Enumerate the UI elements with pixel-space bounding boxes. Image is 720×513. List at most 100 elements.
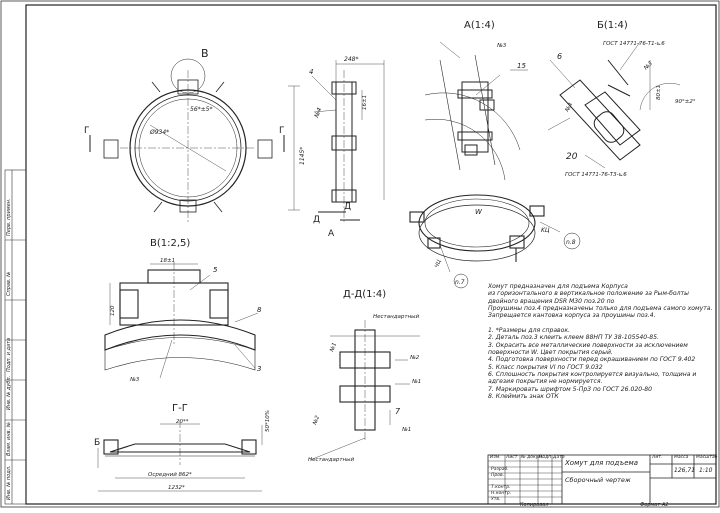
- section-g-left: Г: [84, 126, 90, 136]
- view-b2: [547, 41, 681, 169]
- view-v: [104, 262, 259, 379]
- tb-title: Хомут для подъема: [565, 459, 639, 467]
- tb-scale: 1:10: [699, 467, 713, 474]
- note-line: Хомут предназначен для подъема Корпуса: [488, 283, 628, 290]
- dim-56: 56*±5*: [190, 106, 212, 113]
- note-line: поверхности W. Цвет покрытия серый.: [488, 349, 613, 357]
- arrow-b: Б: [94, 438, 100, 448]
- tb-col-list: Лист: [506, 455, 518, 460]
- callout-no3-v: №3: [129, 377, 140, 383]
- view-a: [424, 41, 528, 181]
- side-stamp-lines: [5, 170, 26, 504]
- callout-no9: №3: [642, 60, 654, 72]
- dim-248: 248*: [344, 56, 358, 63]
- tb-col-izm: Изм.: [490, 455, 501, 460]
- note-line: двойного вращения DSR M30 поз.20 по: [488, 297, 615, 305]
- tb-row-tkontr: Т.контр.: [491, 485, 511, 490]
- callout-no1-rot: №1: [329, 342, 338, 354]
- callout-20: 20: [566, 152, 578, 162]
- side-stamp-frame: [4, 169, 27, 505]
- tb-lit: Лит.: [652, 455, 663, 460]
- tb-scale-label: Масштаб: [696, 455, 718, 460]
- dim-16: 16±1: [362, 95, 368, 110]
- note-line: адгезия покрытия не нормируется.: [488, 378, 603, 386]
- title-block-grid: [487, 454, 717, 505]
- view-b-label: В: [201, 47, 209, 60]
- arrow-a: А: [328, 229, 335, 239]
- tb-mass: 126,71: [674, 467, 695, 474]
- dim-18: 18±1: [160, 258, 175, 264]
- tb-col-date: Дата: [553, 455, 565, 460]
- note-line: Проушины поз.4 предназначены только для …: [488, 305, 713, 313]
- section-d-right: Д: [344, 202, 351, 212]
- callout-4: 4: [309, 68, 313, 76]
- tb-row-prov: Пров.: [491, 473, 505, 478]
- callout-6: 6: [557, 52, 562, 61]
- side-inv-dubl: Инв. № дубл.: [6, 375, 12, 410]
- callout-3: 3: [257, 365, 261, 373]
- section-dd: [309, 320, 420, 461]
- dim-120: 120: [110, 305, 116, 316]
- view-b2-label: Б(1:4): [597, 20, 628, 31]
- gost-1: ГОСТ 14771-76-Т1-⊾6: [603, 41, 665, 47]
- surface-w: W: [475, 208, 483, 216]
- tb-col-sign: Подп.: [539, 455, 553, 460]
- dim-20: 20**: [176, 419, 189, 425]
- note-line: [488, 320, 713, 327]
- view-a-label: А(1:4): [464, 20, 495, 31]
- view-v-label: В(1:2,5): [150, 238, 190, 249]
- main-ring-view: [89, 58, 300, 222]
- note-line: 7. Маркировать шрифтом 5-Пр3 по ГОСТ 26.…: [488, 385, 653, 393]
- dim-1145: 1145*: [299, 147, 306, 165]
- tb-subtitle: Сборочный чертеж: [565, 476, 631, 484]
- side-inv-podl: Инв. № подл.: [6, 465, 12, 501]
- mark-kc: KЦ: [541, 227, 550, 234]
- tb-row-razrab: Разраб.: [491, 467, 509, 472]
- side-perv: Перв. примен.: [6, 198, 12, 236]
- note-line: 3. Окрасить все металлические поверхност…: [488, 341, 688, 349]
- tb-col-doc: № докум.: [521, 455, 544, 460]
- section-g-right: Г: [279, 126, 285, 136]
- bottom-format: Формат А2: [640, 502, 669, 508]
- side-sprav: Справ. №: [6, 271, 12, 296]
- dim-80: 80±1: [656, 85, 662, 100]
- tb-row-utv: Утв.: [491, 497, 501, 502]
- note-line: 1. *Размеры для справок.: [488, 327, 570, 335]
- callout-no2-dd: №2: [409, 355, 420, 361]
- nonstd-2: Нестандартный: [308, 457, 355, 463]
- note-line: из горизонтального в вертикальное положе…: [488, 290, 689, 298]
- tb-mass-label: Масса: [674, 455, 689, 460]
- mark-chc: ЧЦ: [434, 258, 443, 268]
- callout-no3-a: №3: [496, 43, 507, 49]
- note-line: 8. Клеймить знак ОТК: [488, 393, 559, 401]
- note-line: 4. Подготовка поверхности перед окрашива…: [488, 356, 696, 364]
- dim-1232: 1232*: [168, 485, 185, 491]
- section-gg: [97, 420, 263, 492]
- bottom-copied: Копировал: [520, 502, 549, 508]
- dim-862: Осредний 862*: [148, 472, 192, 478]
- dim-90deg: 90°±2°: [675, 99, 696, 105]
- callout-no4-b: №4: [564, 102, 575, 114]
- view-gg-label: Г-Г: [172, 403, 188, 414]
- note-line: 6. Сплошность покрытия контролируется ви…: [488, 371, 697, 379]
- inner-frame: [25, 4, 717, 505]
- dim-50: 50*10%: [265, 410, 271, 432]
- callout-7: 7: [395, 407, 401, 416]
- callout-no1-a: №1: [411, 379, 421, 385]
- callout-no1-b: №1: [401, 427, 411, 433]
- callout-no2-rot: №2: [312, 414, 321, 426]
- note-line: 5. Класс покрытия VI по ГОСТ 9.032: [488, 363, 603, 371]
- callout-5: 5: [213, 266, 218, 274]
- isometric-view: [409, 194, 581, 289]
- callout-15: 15: [517, 62, 526, 70]
- tb-row-nkontr: Н.контр.: [491, 491, 512, 496]
- mark-n8: n.8: [566, 239, 576, 246]
- section-d-left: Д: [313, 215, 320, 225]
- callout-no4: №4: [313, 107, 323, 120]
- dim-934: Ø934*: [149, 129, 169, 136]
- callout-8: 8: [257, 306, 262, 314]
- mark-n7: n.7: [455, 279, 465, 286]
